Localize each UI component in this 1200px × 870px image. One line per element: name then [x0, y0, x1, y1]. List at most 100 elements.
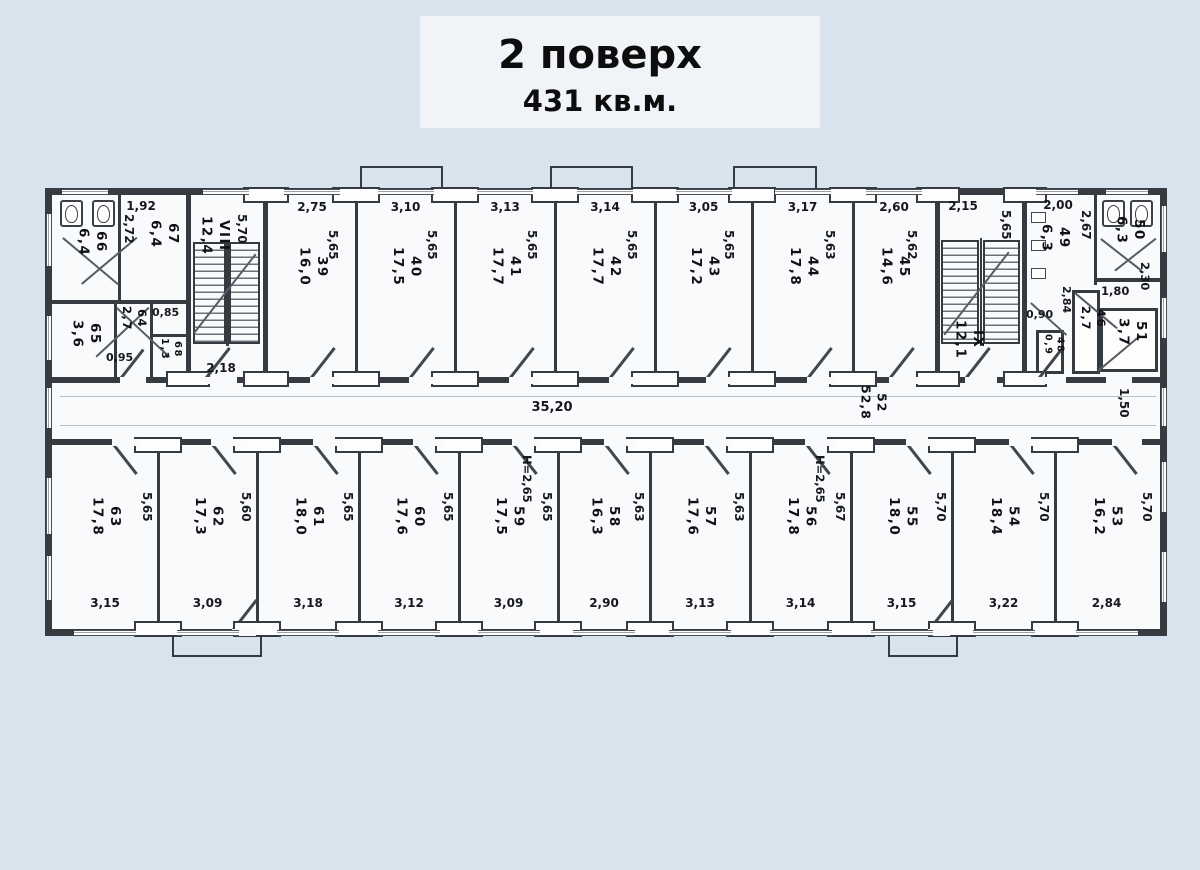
title-backdrop: [420, 16, 820, 128]
room-depth-dim: 5,65: [326, 230, 340, 260]
toilet-icon: [92, 200, 115, 227]
wall-partition: [1094, 195, 1097, 285]
room-41-label-area: 17,7: [489, 247, 506, 287]
window: [377, 188, 434, 195]
room-49-label: 49 6,3: [1037, 224, 1073, 253]
room-width-dim: 3,14: [590, 200, 620, 214]
window: [62, 188, 108, 195]
room-53-label-number: 53: [1108, 505, 1125, 528]
pilaster-cap: [827, 621, 875, 637]
room-67-label: 67 6,4: [146, 220, 182, 248]
door-gap: [120, 376, 146, 384]
wall-partition: [1022, 195, 1027, 377]
room-number: 46: [1093, 308, 1108, 328]
door-gap: [704, 438, 734, 446]
pilaster-cap: [829, 187, 877, 203]
door-gap: [889, 376, 919, 384]
room-65-label: 65 3,6: [68, 320, 104, 349]
pilaster-cap: [332, 187, 380, 203]
door-gap: [807, 376, 837, 384]
room-width-dim: 2,84: [1091, 596, 1122, 610]
window: [277, 629, 339, 636]
pilaster-cap: [916, 371, 960, 387]
window: [477, 188, 533, 195]
stairwell-area: 12,1: [952, 320, 969, 360]
toilet-icon: [60, 200, 83, 227]
room-depth-dim: 5,65: [540, 492, 554, 522]
room-68-label: 68 1,3: [158, 338, 184, 360]
room-number: 49: [1056, 227, 1073, 250]
door-gap: [211, 438, 241, 446]
room-57-label-area: 17,6: [684, 497, 701, 537]
dimension-label: 0,85: [152, 306, 180, 319]
room-depth-dim: 5,70: [1140, 492, 1154, 522]
room-width-dim: 2,75: [297, 200, 327, 214]
door-gap: [509, 376, 539, 384]
door-gap: [609, 376, 639, 384]
room-number: 50: [1131, 219, 1148, 242]
door-gap: [413, 438, 443, 446]
room-51-box: [1100, 308, 1158, 372]
room-number: 52: [874, 392, 890, 413]
stairwell-id: IX: [970, 330, 987, 349]
room-width-dim: 3,12: [394, 596, 424, 610]
dimension-label: 1,92: [126, 199, 156, 213]
room-number: 64: [134, 308, 149, 328]
wall-partition: [156, 445, 160, 629]
window: [378, 629, 440, 636]
door-gap: [409, 376, 439, 384]
room-54-label-number: 54: [1005, 505, 1022, 528]
wall-partition: [1053, 445, 1057, 629]
room-depth-dim: 5,65: [625, 230, 639, 260]
door-gap: [805, 438, 835, 446]
room-area: 3,6: [69, 320, 86, 349]
wardrobe-icon: [1031, 268, 1046, 279]
room-width-dim: 3,05: [688, 200, 719, 214]
room-depth-dim: 5,62: [905, 230, 919, 260]
floor-title: 2 поверх: [498, 32, 702, 78]
dimension-label: 2,18: [206, 361, 236, 375]
door-gap: [706, 376, 736, 384]
window: [176, 629, 239, 636]
room-61-label-area: 18,0: [292, 497, 309, 537]
wall-partition: [114, 304, 117, 377]
room-54-label-area: 18,4: [988, 497, 1005, 537]
dimension-label: 2,84: [1060, 286, 1073, 314]
room-area: 3,7: [1115, 318, 1132, 347]
window: [1160, 462, 1167, 512]
stairwell-area: 12,4: [198, 216, 215, 256]
door-gap: [906, 438, 936, 446]
wall-corridor-top: [52, 377, 1160, 383]
room-width-dim: 3,15: [886, 596, 917, 610]
room-depth-dim: 5,65: [525, 230, 539, 260]
window: [203, 188, 249, 195]
room-45-label-number: 45: [896, 255, 913, 278]
dimension-label: 2,00: [1043, 198, 1073, 212]
window: [477, 629, 540, 636]
room-number: 65: [87, 323, 104, 346]
room-width-dim: 3,10: [390, 200, 421, 214]
window: [577, 188, 633, 195]
wall-partition: [357, 445, 361, 629]
floor-area-subtitle: 431 кв.м.: [522, 84, 678, 118]
window: [45, 316, 52, 360]
pilaster-cap: [431, 187, 479, 203]
wall-partition: [354, 195, 358, 377]
window: [1160, 206, 1167, 252]
room-area: 6,3: [1038, 224, 1055, 253]
door-gap: [512, 438, 542, 446]
room-58-label-number: 58: [606, 505, 623, 528]
room-45-label-area: 14,6: [878, 247, 895, 287]
room-44-label-number: 44: [804, 255, 821, 278]
stair-divider: [979, 238, 982, 346]
door-gap: [965, 376, 997, 384]
room-46-box: [1072, 290, 1100, 374]
room-62-label-area: 17,3: [192, 497, 209, 537]
room-depth-dim: 5,65: [722, 230, 736, 260]
